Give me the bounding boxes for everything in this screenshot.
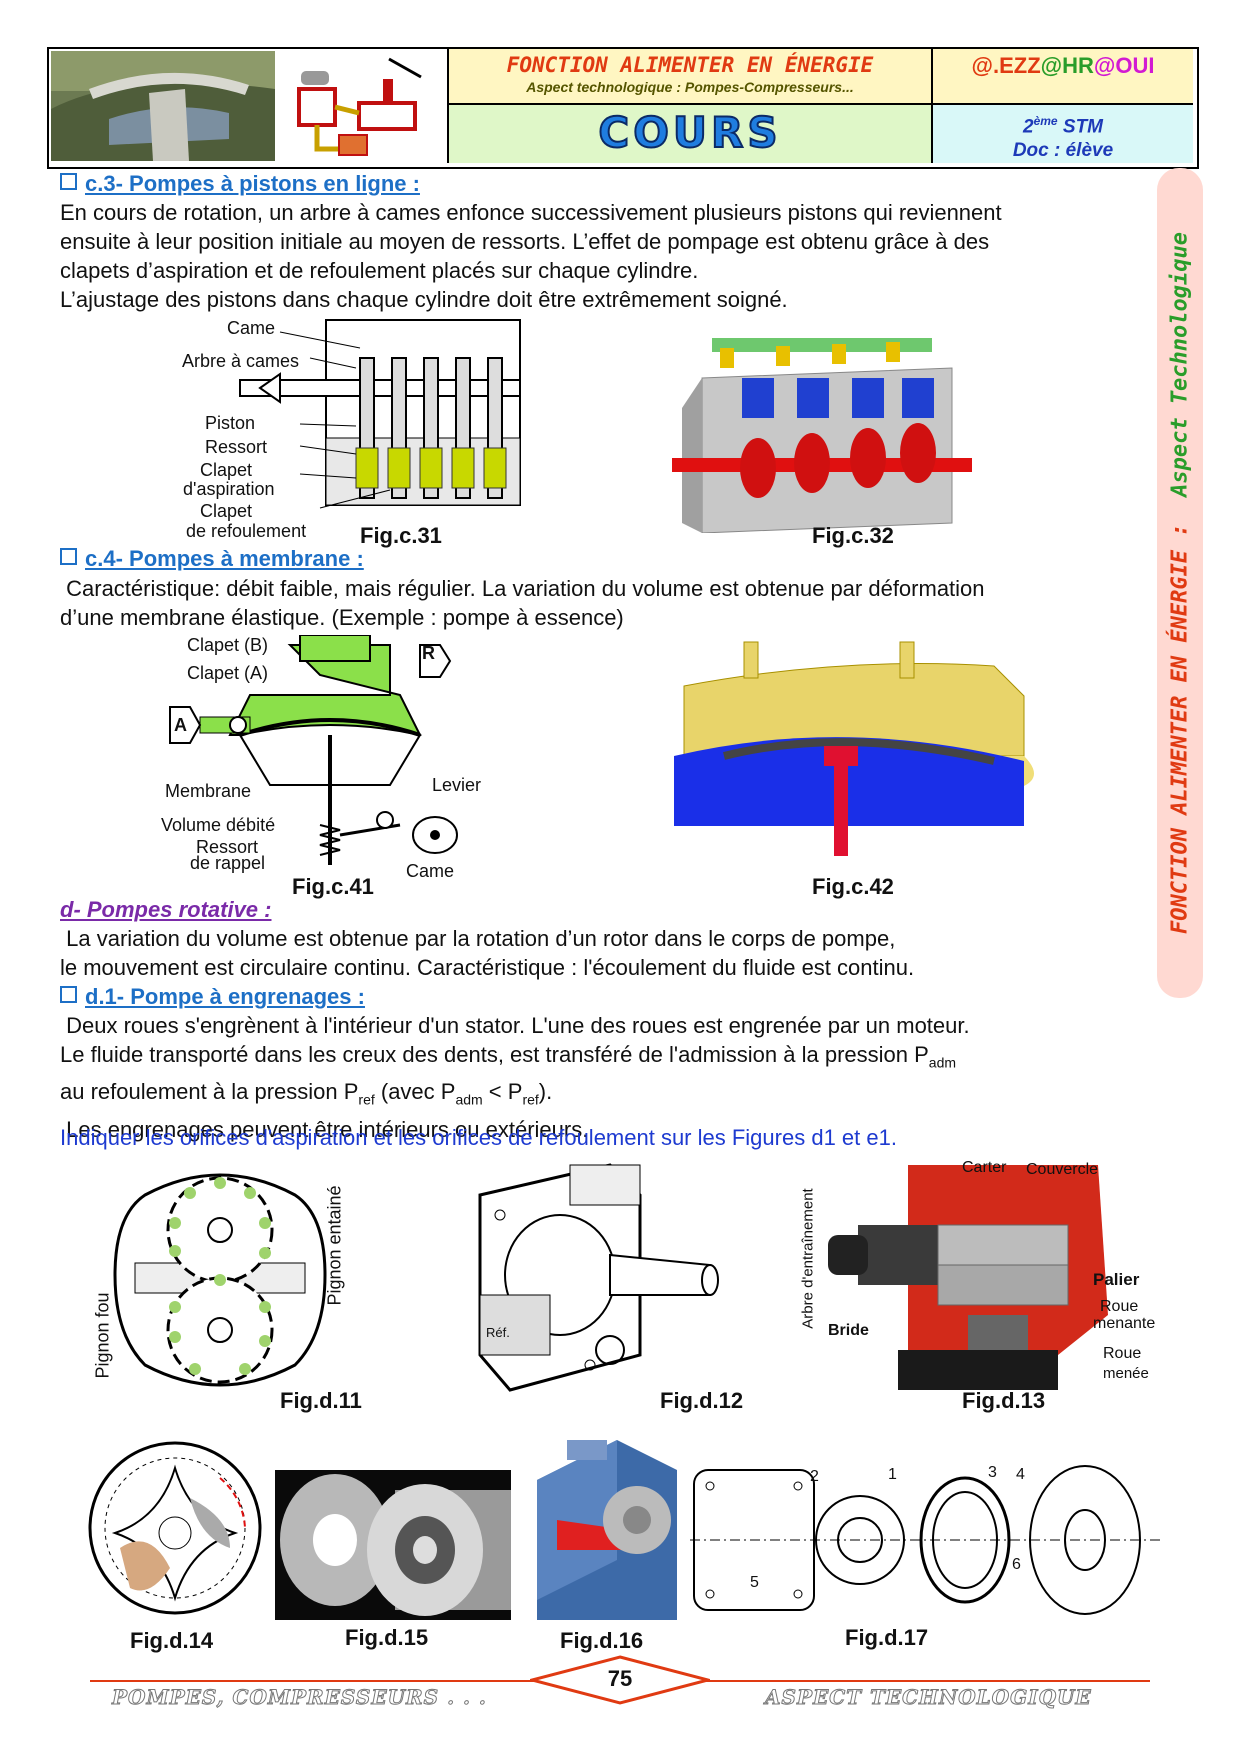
section-c4-title: c.4- Pompes à membrane : — [60, 546, 364, 572]
fig-d15 — [275, 1470, 511, 1620]
header-title: FONCTION ALIMENTER EN ÉNERGIE — [506, 53, 874, 77]
fig-c32 — [672, 318, 972, 534]
header-images — [49, 49, 449, 163]
section-d-text: La variation du volume est obtenue par l… — [60, 926, 915, 980]
level-text: 2ème STM Doc : élève — [1012, 114, 1114, 162]
fig-c41-caption: Fig.c.41 — [292, 874, 374, 899]
author-cell: @.EZZ@HR@OUI — [933, 49, 1193, 105]
fig-d13: Carter Couvercle Arbre d'entraînement Pa… — [800, 1155, 1168, 1405]
footer-left: POMPES, COMPRESSEURS . . . — [112, 1685, 487, 1710]
footer-right: ASPECT TECHNOLOGIQUE — [765, 1685, 1092, 1710]
fig-d11: Pignon fou Pignon entainé — [93, 1155, 345, 1405]
side-banner: FONCTION ALIMENTER EN ÉNERGIE : Aspect T… — [1157, 168, 1203, 998]
fig-d17: 2 1 3 4 5 6 — [690, 1460, 1160, 1620]
fig-c31: Came Arbre à cames Piston Ressort Clapet… — [180, 318, 530, 543]
doc-label: Doc : élève — [1012, 140, 1114, 162]
fig-d15-caption: Fig.d.15 — [345, 1625, 429, 1650]
dam-photo — [51, 51, 422, 161]
fig-d14 — [80, 1438, 270, 1618]
page-number: 75 — [607, 1666, 633, 1691]
section-d1-text: Deux roues s'engrènent à l'intérieur d'u… — [60, 1013, 970, 1142]
fig-c42 — [664, 636, 1034, 861]
section-d1-title: d.1- Pompe à engrenages : — [60, 984, 365, 1010]
section-d-title: d- Pompes rotative : — [60, 897, 272, 922]
fig-c41: Clapet (B) Clapet (A) R A Membrane Levie… — [161, 634, 482, 881]
fig-d14-caption: Fig.d.14 — [130, 1628, 214, 1653]
author-name: @.EZZ@HR@OUI — [971, 53, 1155, 78]
fig-d16 — [517, 1420, 682, 1620]
fig-d11-caption: Fig.d.11 — [280, 1388, 362, 1413]
fig-c31-caption: Fig.c.31 — [360, 523, 442, 548]
cours-label: COURS — [597, 107, 782, 158]
instruction: Indiquer les orifices d'aspiration et le… — [60, 1125, 897, 1150]
level-cell: 2ème STM Doc : élève — [933, 105, 1193, 163]
fig-d13-caption: Fig.d.13 — [962, 1388, 1046, 1413]
section-c3-title: c.3- Pompes à pistons en ligne : — [60, 171, 420, 197]
section-c3-text: En cours de rotation, un arbre à cames e… — [60, 200, 1002, 312]
fig-d12-caption: Fig.d.12 — [660, 1388, 744, 1413]
header: FONCTION ALIMENTER EN ÉNERGIE Aspect tec… — [47, 47, 1199, 169]
header-title-cell: FONCTION ALIMENTER EN ÉNERGIE Aspect tec… — [449, 49, 933, 105]
fig-d16-caption: Fig.d.16 — [560, 1628, 644, 1653]
section-c4-text: Caractéristique: débit faible, mais régu… — [60, 576, 985, 630]
page-number-badge: 75 — [530, 1655, 710, 1705]
engine-schematic-icon — [297, 57, 422, 156]
header-cours-cell: COURS — [449, 105, 933, 163]
fig-d17-caption: Fig.d.17 — [845, 1625, 929, 1650]
fig-c42-caption: Fig.c.42 — [812, 874, 894, 899]
fig-c32-caption: Fig.c.32 — [812, 523, 894, 548]
fig-d12: Réf. — [460, 1155, 740, 1395]
header-subtitle: Aspect technologique : Pompes-Compresseu… — [526, 79, 854, 95]
